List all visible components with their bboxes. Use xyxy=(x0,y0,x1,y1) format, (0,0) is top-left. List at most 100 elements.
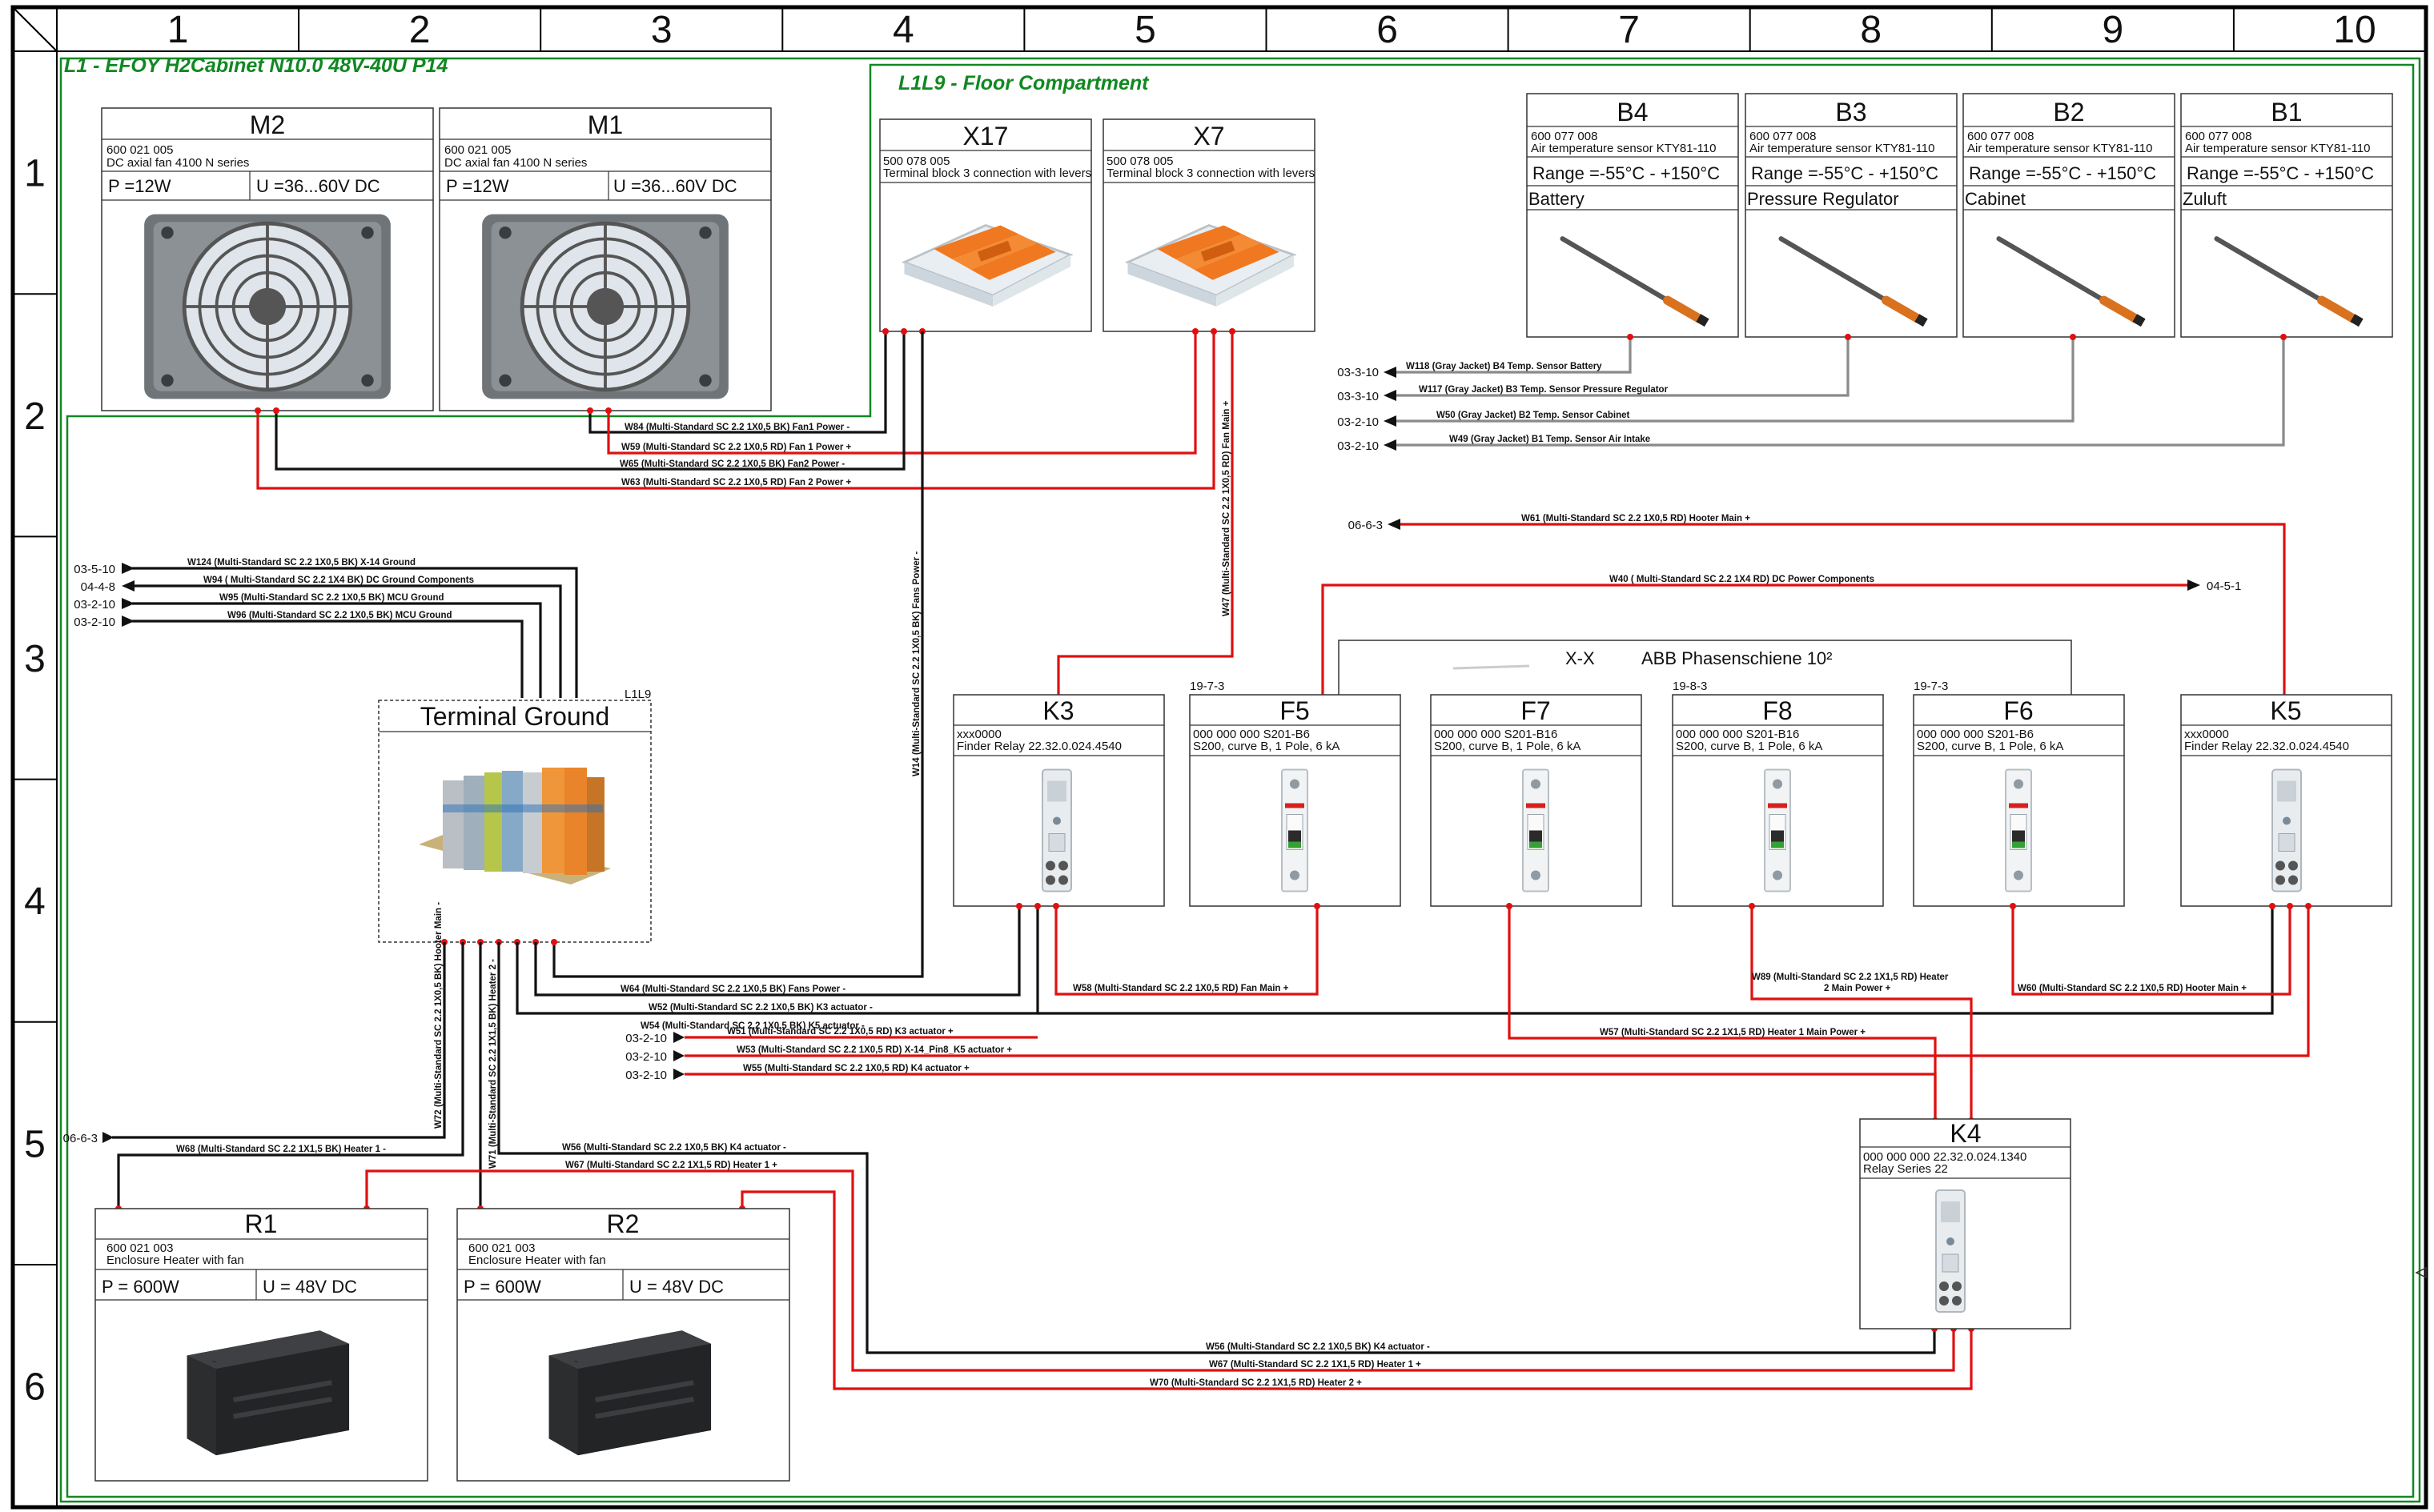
wire-label: W52 (Multi-Standard SC 2.2 1X0,5 BK) K3 … xyxy=(649,1003,873,1013)
heater-power: P = 600W xyxy=(464,1277,541,1297)
zone-l1-title: L1 - EFOY H2Cabinet N10.0 48V-40U P14 xyxy=(64,54,448,77)
breaker-image xyxy=(1280,768,1309,892)
relay-tag: K4 xyxy=(1950,1119,1981,1148)
wire-label: W60 (Multi-Standard SC 2.2 1X0,5 RD) Hoo… xyxy=(2018,984,2247,993)
grid-column-label: 5 xyxy=(1135,9,1156,51)
fan-voltage: U =36...60V DC xyxy=(256,176,380,196)
fan-image xyxy=(144,215,391,399)
sensor-wires: 03-3-10 03-3-10 03-2-10 03-2-10 W118 (Gr… xyxy=(1337,334,2287,453)
wire-label: W58 (Multi-Standard SC 2.2 1X0,5 RD) Fan… xyxy=(1073,984,1289,993)
breaker-desc: S200, curve B, 1 Pole, 6 kA xyxy=(1676,740,1822,753)
breaker-tag: F7 xyxy=(1520,696,1550,725)
fan-part: 600 021 005 xyxy=(106,143,173,157)
sensor-desc: Air temperature sensor KTY81-110 xyxy=(1749,142,1935,155)
grid-column-label: 1 xyxy=(167,9,189,51)
sensor-range: Range =-55°C - +150°C xyxy=(1751,163,1938,183)
terminal-ground-location: L1L9 xyxy=(625,688,651,701)
wire-ref: 03-2-10 xyxy=(625,1032,667,1045)
sensor-location: Cabinet xyxy=(1965,189,2026,209)
terminal-part: 500 078 005 xyxy=(1107,154,1173,168)
wire-label: W68 (Multi-Standard SC 2.2 1X1,5 BK) Hea… xyxy=(176,1145,386,1154)
breaker-cross-ref: 19-7-3 xyxy=(1190,680,1224,693)
rail-tag: X-X xyxy=(1565,648,1595,668)
grid-row-label: 5 xyxy=(24,1123,46,1165)
wire-label: 2 Main Power + xyxy=(1824,984,1891,993)
heater-desc: Enclosure Heater with fan xyxy=(106,1253,244,1267)
wire-label: W61 (Multi-Standard SC 2.2 1X0,5 RD) Hoo… xyxy=(1521,514,1750,523)
breaker-f8: F8 19-8-3 000 000 000 S201-B16 S200, cur… xyxy=(1672,680,1884,907)
heater-desc: Enclosure Heater with fan xyxy=(468,1253,606,1267)
relay-tag: K3 xyxy=(1042,696,1074,725)
sensor-tag: B4 xyxy=(1617,98,1648,126)
heater-r1: R1 600 021 003 Enclosure Heater with fan… xyxy=(94,1208,428,1482)
wire-label: W50 (Gray Jacket) B2 Temp. Sensor Cabine… xyxy=(1436,411,1630,420)
breaker-f5: F5 19-7-3 000 000 000 S201-B6 S200, curv… xyxy=(1189,680,1401,907)
actuator-wires: 03-2-10 03-2-10 03-2-10 W51 (Multi-Stand… xyxy=(625,906,2310,1121)
wire-label: W51 (Multi-Standard SC 2.2 1X0,5 RD) K3 … xyxy=(727,1027,954,1037)
wire-ref: 04-4-8 xyxy=(81,580,115,594)
breaker-desc: S200, curve B, 1 Pole, 6 kA xyxy=(1193,740,1340,753)
fan-power: P =12W xyxy=(446,176,509,196)
fan-power-wires: W84 (Multi-Standard SC 2.2 1X0,5 BK) Fan… xyxy=(255,328,1235,490)
rail-desc: ABB Phasenschiene 10² xyxy=(1641,648,1833,668)
sensor-b1: B1 600 077 008 Air temperature sensor KT… xyxy=(2180,93,2393,338)
wire-label: W118 (Gray Jacket) B4 Temp. Sensor Batte… xyxy=(1406,362,1602,371)
wire-ref: 03-2-10 xyxy=(625,1069,667,1082)
wire-label: W124 (Multi-Standard SC 2.2 1X0,5 BK) X-… xyxy=(187,558,416,568)
breaker-tag: F8 xyxy=(1762,696,1792,725)
sensor-tag: B2 xyxy=(2053,98,2084,126)
breaker-f6: F6 19-7-3 000 000 000 S201-B6 S200, curv… xyxy=(1913,680,2125,907)
sensor-desc: Air temperature sensor KTY81-110 xyxy=(2185,142,2371,155)
grid-row-label: 2 xyxy=(24,395,46,438)
heater-voltage: U = 48V DC xyxy=(263,1277,357,1297)
sensor-b3: B3 600 077 008 Air temperature sensor KT… xyxy=(1745,93,1958,338)
sensor-tag: B3 xyxy=(1835,98,1866,126)
wire-ref: 03-3-10 xyxy=(1337,366,1379,379)
heater-power: P = 600W xyxy=(102,1277,179,1297)
grid-row-label: 3 xyxy=(24,638,46,680)
breaker-part: 000 000 000 S201-B6 xyxy=(1193,728,1310,741)
relay-k4: K4 000 000 000 22.32.0.024.1340 Relay Se… xyxy=(1859,1118,2071,1330)
grid-column-label: 8 xyxy=(1860,9,1882,51)
breaker-part: 000 000 000 S201-B6 xyxy=(1917,728,2034,741)
wire-label: W59 (Multi-Standard SC 2.2 1X0,5 RD) Fan… xyxy=(621,443,852,452)
wire-label: W40 ( Multi-Standard SC 2.2 1X4 RD) DC P… xyxy=(1609,575,1874,584)
breaker-part: 000 000 000 S201-B16 xyxy=(1676,728,1799,741)
sensor-part: 600 077 008 xyxy=(1531,130,1597,143)
grid-row-label: 1 xyxy=(24,153,46,195)
vertical-wires: W14 (Multi-Standard SC 2.2 1X0,5 BK) Fan… xyxy=(552,331,1234,978)
fan-m2: M2 600 021 005 DC axial fan 4100 N serie… xyxy=(101,107,434,411)
wire-ref: 03-2-10 xyxy=(74,598,115,612)
breaker-image xyxy=(1521,768,1550,892)
fan-voltage: U =36...60V DC xyxy=(613,176,737,196)
grid-row-label: 4 xyxy=(24,880,46,923)
breaker-desc: S200, curve B, 1 Pole, 6 kA xyxy=(1434,740,1580,753)
fan-part: 600 021 005 xyxy=(444,143,511,157)
grid-column-label: 7 xyxy=(1618,9,1640,51)
relay-wiring: W64 (Multi-Standard SC 2.2 1X0,5 BK) Fan… xyxy=(516,903,2311,1121)
wire-label: W65 (Multi-Standard SC 2.2 1X0,5 BK) Fan… xyxy=(620,459,845,469)
wire-label: W70 (Multi-Standard SC 2.2 1X1,5 RD) Hea… xyxy=(1150,1378,1362,1388)
wire-label: W49 (Gray Jacket) B1 Temp. Sensor Air In… xyxy=(1449,435,1650,444)
wire-label: W64 (Multi-Standard SC 2.2 1X0,5 BK) Fan… xyxy=(621,985,845,994)
grid-column-label: 2 xyxy=(409,9,431,51)
wire-ref: 04-5-1 xyxy=(2207,580,2241,593)
fan-image xyxy=(482,215,729,399)
relay-part: xxx0000 xyxy=(2184,728,2229,741)
relay-desc: Finder Relay 22.32.0.024.4540 xyxy=(957,740,1122,753)
breaker-part: 000 000 000 S201-B16 xyxy=(1434,728,1557,741)
wire-label: W67 (Multi-Standard SC 2.2 1X1,5 RD) Hea… xyxy=(565,1161,777,1170)
dc-power-wire: 04-5-1 W40 ( Multi-Standard SC 2.2 1X4 R… xyxy=(1321,575,2241,695)
wire-label: W56 (Multi-Standard SC 2.2 1X0,5 BK) K4 … xyxy=(1206,1342,1430,1352)
sensor-location: Battery xyxy=(1528,189,1585,209)
wire-label: W71 (Multi-Standard SC 2.2 1X1,5 BK) Hea… xyxy=(488,959,498,1169)
sheet-edge-marker xyxy=(2415,1266,2427,1279)
sensor-b2: B2 600 077 008 Air temperature sensor KT… xyxy=(1962,93,2175,338)
terminal-tag: X17 xyxy=(963,122,1009,150)
heater-r2: R2 600 021 003 Enclosure Heater with fan… xyxy=(456,1208,790,1482)
zone-l1l9-title: L1L9 - Floor Compartment xyxy=(898,72,1150,94)
breaker-cross-ref: 19-7-3 xyxy=(1914,680,1948,693)
relay-desc: Finder Relay 22.32.0.024.4540 xyxy=(2184,740,2349,753)
wire-label: W57 (Multi-Standard SC 2.2 1X1,5 RD) Hea… xyxy=(1600,1028,1866,1037)
